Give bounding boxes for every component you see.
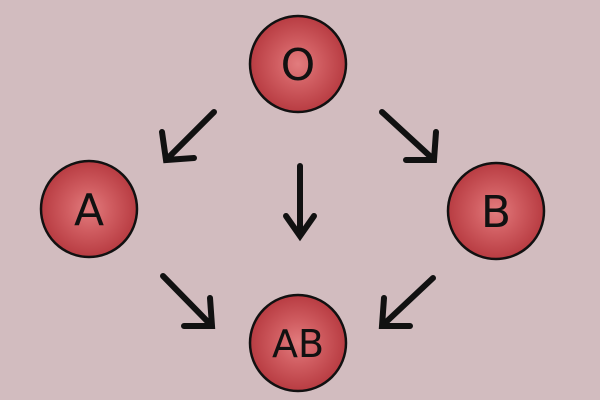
node-a: A (39, 159, 139, 259)
node-o-label: O (281, 40, 316, 91)
node-ab: AB (248, 293, 348, 393)
node-a-label: A (74, 185, 104, 236)
arrow-a-to-ab (160, 273, 216, 329)
node-a-circle (39, 159, 139, 259)
arrow-o-to-a (159, 109, 217, 164)
node-ab-label: AB (272, 322, 324, 366)
arrow-o-to-ab (283, 163, 317, 242)
node-ab-circle (248, 293, 348, 393)
node-b-label: B (481, 187, 511, 238)
arrow-o-to-b (379, 109, 439, 163)
arrow-b-to-ab (378, 275, 436, 329)
node-o: O (248, 14, 348, 114)
node-b-circle (446, 161, 546, 261)
node-o-circle (248, 14, 348, 114)
node-b: B (446, 161, 546, 261)
